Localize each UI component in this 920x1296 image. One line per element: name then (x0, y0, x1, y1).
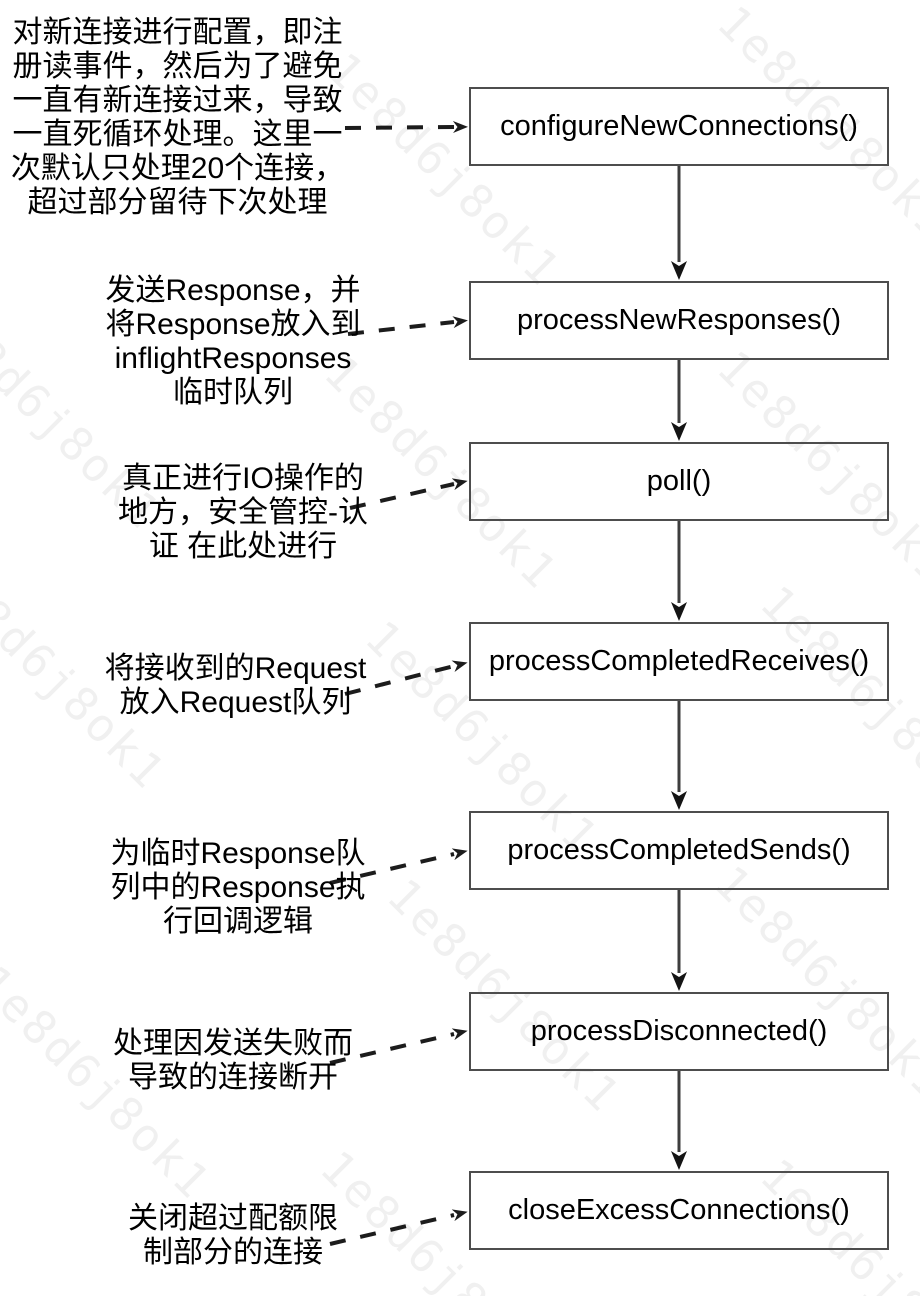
flow-step-label: configureNewConnections() (500, 110, 858, 142)
flow-step-annotation: 发送Response，并 将Response放入到 inflightRespon… (105, 274, 361, 409)
flow-step-box: processCompletedReceives() (469, 622, 889, 701)
flow-step-label: processCompletedReceives() (488, 645, 870, 677)
flow-step-annotation: 关闭超过配额限 制部分的连接 (128, 1202, 338, 1269)
flow-step-box: processDisconnected() (469, 992, 889, 1071)
flow-step-box: processNewResponses() (469, 281, 889, 360)
flow-step-label: poll() (646, 465, 712, 497)
flow-step-box: closeExcessConnections() (469, 1171, 889, 1250)
annotation-dashed-arrow (329, 1209, 468, 1246)
flow-step-annotation: 为临时Response队 列中的Response执 行回调逻辑 (110, 837, 366, 938)
flow-step-annotation: 处理因发送失败而 导致的连接断开 (113, 1027, 353, 1094)
annotation-dashed-arrow (344, 121, 468, 134)
annotation-dashed-arrow (329, 848, 468, 885)
flow-step-label: processCompletedSends() (507, 834, 851, 866)
flow-step-annotation: 将接收到的Request 放入Request队列 (104, 652, 367, 719)
flow-step-label: processNewResponses() (517, 304, 841, 336)
flow-step-box: processCompletedSends() (469, 811, 889, 890)
flow-step-annotation: 对新连接进行配置，即注 册读事件，然后为了避免 一直有新连接过来，导致 一直死循… (10, 16, 345, 219)
flow-step-label: processDisconnected() (530, 1015, 828, 1047)
annotation-dashed-arrow (329, 1028, 468, 1065)
annotation-dashed-arrow (344, 660, 468, 696)
flow-step-box: poll() (469, 442, 889, 521)
flow-step-annotation: 真正进行IO操作的 地方，安全管控-认 证 在此处进行 (118, 462, 368, 563)
flow-step-box: configureNewConnections() (469, 87, 889, 166)
flow-step-label: closeExcessConnections() (508, 1194, 850, 1226)
